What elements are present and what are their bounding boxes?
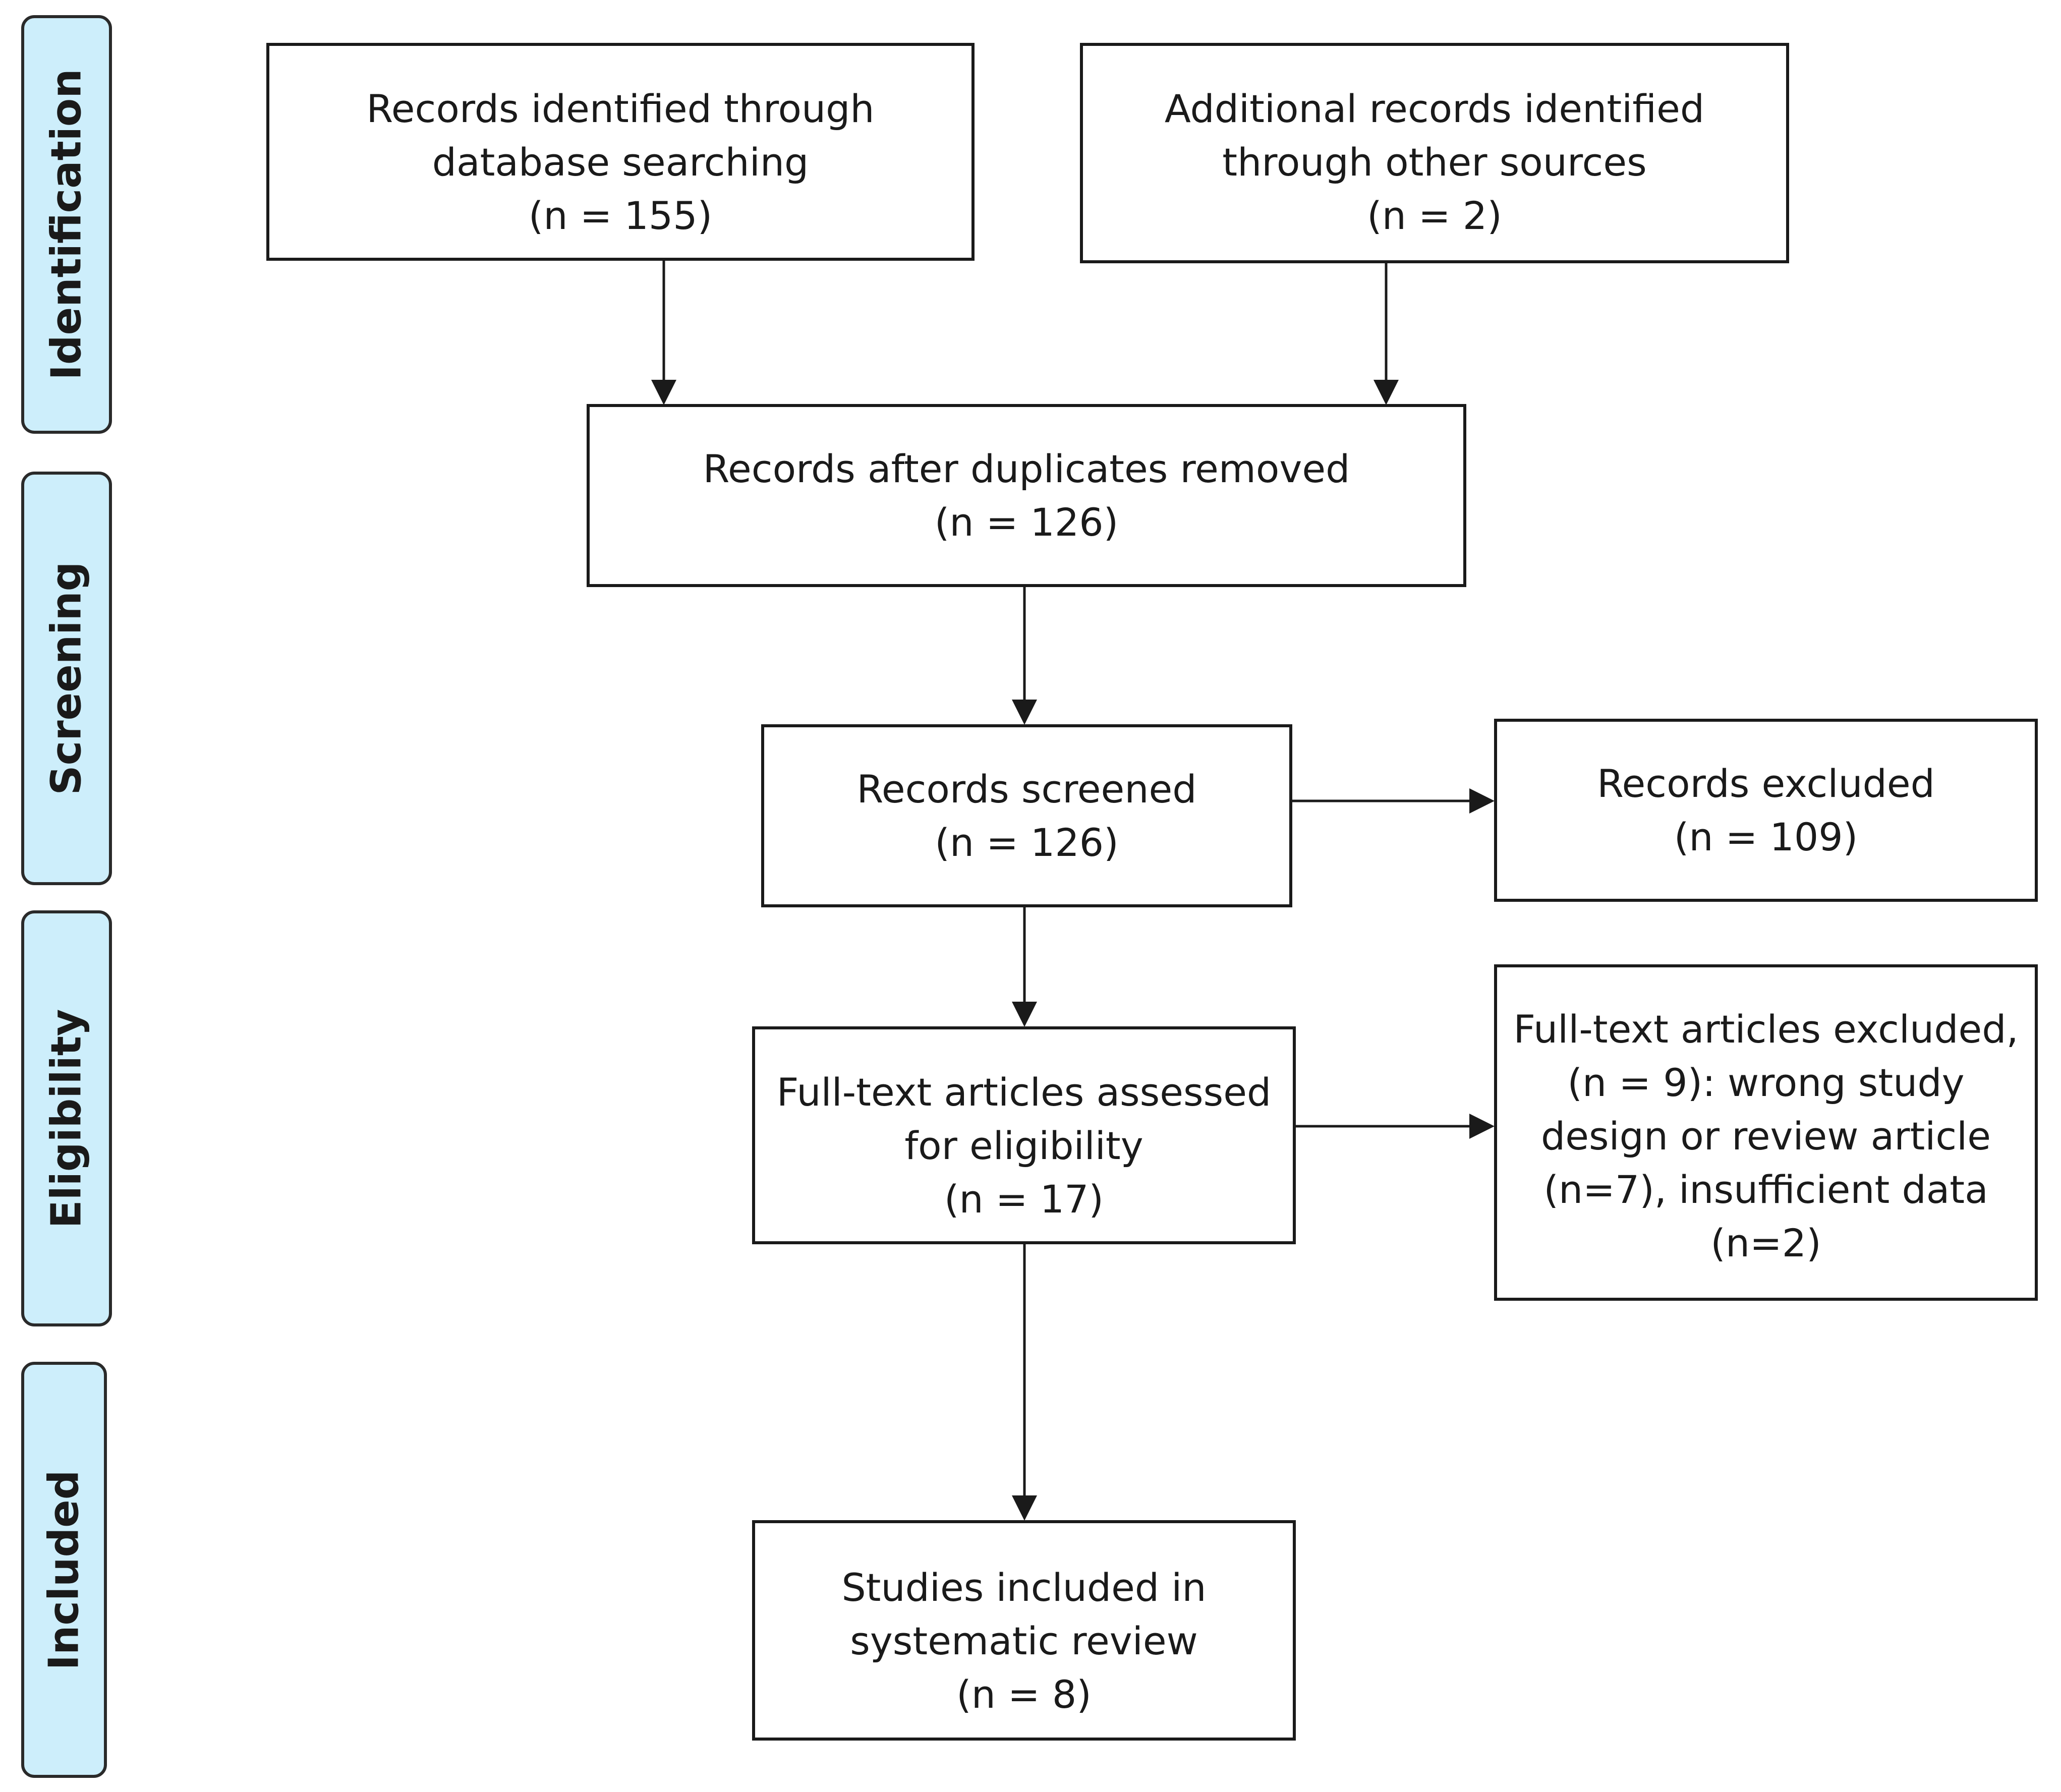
box-line: Full-text articles assessed: [776, 1070, 1272, 1115]
box-line: (n=2): [1710, 1221, 1821, 1265]
stage-identification: Identification: [21, 15, 112, 434]
box-line: (n = 155): [528, 193, 713, 238]
box-line: database searching: [432, 140, 809, 185]
box-line: systematic review: [850, 1618, 1198, 1663]
box-line: for eligibility: [904, 1123, 1143, 1168]
box-excluded: Records excluded (n = 109): [1494, 719, 2038, 902]
stage-screening: Screening: [21, 472, 112, 885]
box-after-duplicates: Records after duplicates removed (n = 12…: [587, 404, 1466, 587]
box-line: (n = 17): [944, 1177, 1104, 1222]
box-other-sources: Additional records identified through ot…: [1080, 43, 1789, 263]
box-line: (n = 2): [1367, 193, 1502, 238]
box-line: Studies included in: [841, 1565, 1207, 1610]
box-fulltext-assessed: Full-text articles assessed for eligibil…: [752, 1026, 1296, 1244]
box-line: (n = 8): [956, 1672, 1092, 1717]
box-line: (n = 9): wrong study: [1567, 1060, 1965, 1105]
box-database-search: Records identified through database sear…: [266, 43, 975, 261]
box-line: Additional records identified: [1164, 86, 1705, 131]
box-line: Records identified through: [366, 86, 875, 131]
stage-label-identification: Identification: [42, 69, 91, 380]
box-line: design or review article: [1540, 1114, 1991, 1159]
box-line: through other sources: [1222, 140, 1647, 185]
box-line: Records screened: [856, 767, 1197, 812]
box-included: Studies included in systematic review (n…: [752, 1520, 1296, 1741]
stage-included: Included: [21, 1362, 107, 1778]
box-screened: Records screened (n = 126): [761, 724, 1292, 907]
stage-label-included: Included: [40, 1470, 88, 1670]
stage-label-eligibility: Eligibility: [42, 1009, 91, 1228]
box-line: (n = 126): [934, 500, 1119, 545]
box-line: Records excluded: [1597, 761, 1935, 806]
box-line: (n=7), insufficient data: [1543, 1167, 1988, 1212]
box-line: Full-text articles excluded,: [1513, 1007, 2019, 1052]
box-line: (n = 126): [935, 820, 1119, 865]
box-line: Records after duplicates removed: [703, 446, 1350, 491]
box-fulltext-excluded: Full-text articles excluded, (n = 9): wr…: [1494, 964, 2038, 1301]
box-line: (n = 109): [1674, 815, 1858, 859]
stage-eligibility: Eligibility: [21, 910, 112, 1326]
stage-label-screening: Screening: [42, 561, 91, 795]
